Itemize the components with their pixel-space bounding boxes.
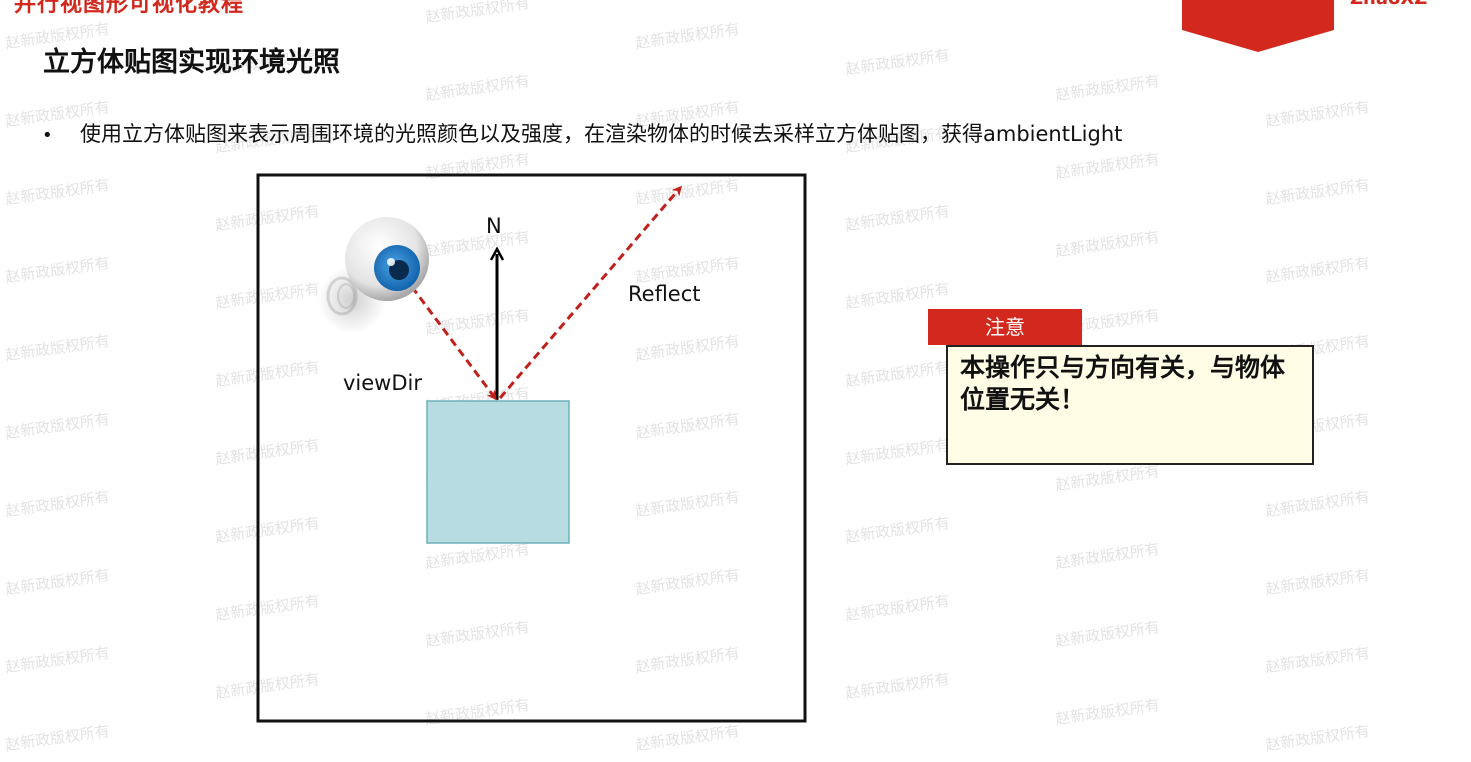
cube-object xyxy=(426,400,570,544)
reflect-label: Reflect xyxy=(628,282,701,306)
bullet-text: 使用立方体贴图来表示周围环境的光照颜色以及强度，在渲染物体的时候去采样立方体贴图… xyxy=(80,122,1123,146)
normal-label: N xyxy=(486,214,502,238)
note-box: 本操作只与方向有关，与物体位置无关！ xyxy=(946,345,1314,465)
scene-frame xyxy=(256,173,807,723)
note-tab: 注意 xyxy=(928,309,1082,345)
header-cut-right-label: ZhaoXZ xyxy=(1350,0,1427,9)
view-dir-label: viewDir xyxy=(343,371,422,395)
bullet-marker: • xyxy=(42,125,53,146)
page-title: 立方体贴图实现环境光照 xyxy=(43,47,340,78)
bullet-item: • 使用立方体贴图来表示周围环境的光照颜色以及强度，在渲染物体的时候去采样立方体贴… xyxy=(42,118,1122,148)
header-cut-title: 并行视图形可视化教程 xyxy=(14,0,245,17)
banner-shape xyxy=(1182,0,1334,52)
top-right-banner xyxy=(1182,0,1334,52)
view-dir-arrow xyxy=(410,286,497,401)
eyeball-icon xyxy=(318,217,429,334)
reflect-arrow xyxy=(498,185,682,399)
